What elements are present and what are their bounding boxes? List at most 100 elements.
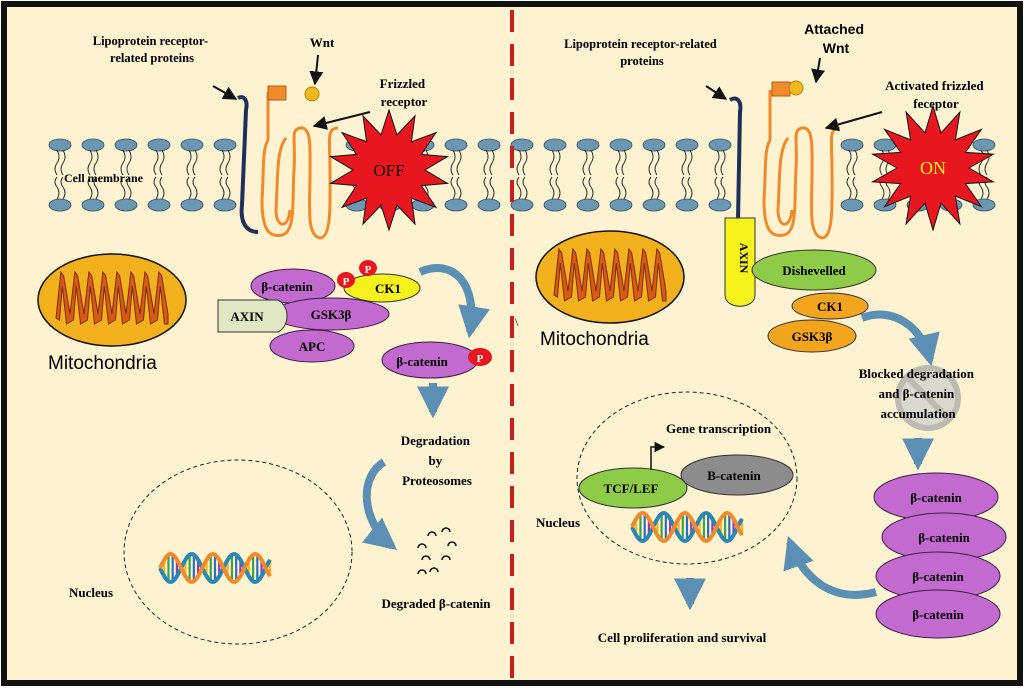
axin-right-label: AXIN	[737, 243, 751, 274]
transcription-arrow	[650, 441, 666, 470]
lrp-arrow-left	[212, 85, 238, 100]
b-catenin-nuclear-label: B-catenin	[707, 468, 761, 483]
phospho-1-label: P	[343, 276, 350, 288]
wnt-arrow-left	[309, 54, 324, 86]
lrp-label-left: Lipoprotein receptor- related proteins	[93, 34, 212, 65]
apc	[269, 329, 355, 363]
blocked-arrow	[860, 310, 940, 367]
stray-mark: \	[515, 315, 519, 329]
lipid	[543, 138, 567, 212]
frizzled-arrow-right	[824, 111, 883, 132]
gsk3b-right	[767, 319, 857, 353]
blocked-icon	[895, 365, 961, 431]
dishevelled-label: Dishevelled	[782, 263, 846, 278]
nucleus-right	[576, 391, 798, 565]
phospho-3	[468, 348, 492, 366]
mitochondria-label-right: Mitochondria	[540, 329, 649, 350]
nucleus-label-right: Nucleus	[536, 515, 580, 530]
destruction-complex: β-catenin GSK3β AXIN APC CK1 P P	[217, 260, 421, 363]
wnt-ligand-right	[788, 80, 804, 96]
ck1-right	[791, 292, 869, 320]
wnt-ligand-left	[304, 86, 320, 102]
ck1-right-label: CK1	[817, 299, 843, 314]
lipid	[708, 138, 732, 212]
axin-left	[217, 299, 288, 333]
ck1-left	[343, 273, 421, 303]
lipid	[180, 138, 204, 212]
degraded-fragments	[417, 527, 457, 575]
lipid	[48, 138, 72, 212]
frizzled-arrow-left	[312, 111, 371, 130]
lipid	[444, 138, 468, 212]
gsk3b-left-label: GSK3β	[311, 307, 352, 322]
phospho-2	[359, 260, 377, 276]
nuclear-import-arrow	[783, 535, 878, 599]
phospho-1	[337, 272, 355, 288]
nucleus-left	[123, 459, 353, 645]
mitochondria-label-left: Mitochondria	[48, 353, 157, 374]
stack-item-4-label: β-catenin	[912, 607, 964, 622]
gsk3b-right-label: GSK3β	[792, 329, 833, 344]
off-star	[328, 108, 450, 232]
tcf-lef	[578, 467, 688, 509]
lipid	[840, 138, 864, 212]
off-label: OFF	[373, 161, 404, 180]
nucleus-label-left: Nucleus	[69, 585, 113, 600]
apc-label: APC	[299, 339, 326, 354]
lipid	[675, 138, 699, 212]
phospho-3-label: P	[477, 353, 484, 365]
lipid	[477, 138, 501, 212]
stack-item-1-label: β-catenin	[910, 490, 962, 505]
axin-right	[724, 217, 756, 307]
lrp-receptor-right	[728, 96, 743, 221]
frizzled-cap-right	[771, 81, 791, 97]
frizzled-label-left: Frizzled receptor	[380, 76, 429, 109]
mitochondria-left	[37, 253, 187, 347]
phospho-beta-label: β-catenin	[396, 354, 448, 369]
stack-item-3-label: β-catenin	[912, 569, 964, 584]
b-catenin-nuclear	[680, 454, 794, 496]
lipid	[609, 138, 633, 212]
proliferation-label: Cell proliferation and survival	[598, 630, 767, 645]
degraded-label: Degraded β-catenin	[381, 596, 491, 611]
membrane-label: Cell membrane	[64, 171, 144, 185]
release-arrow-left	[418, 264, 490, 339]
beta-catenin-complex-label: β-catenin	[261, 279, 313, 294]
dna-left-icon	[158, 551, 272, 585]
stack-item-4	[875, 589, 1001, 639]
lipid	[510, 138, 534, 212]
lipid	[213, 138, 237, 212]
proteosome-arrow	[362, 458, 397, 551]
beta-catenin-stack: β-catenin β-catenin β-catenin β-catenin	[873, 472, 1007, 639]
frizzled-cap-left	[267, 85, 287, 101]
blocked-label: Blocked degradation and β-catenin accumu…	[859, 366, 977, 421]
lipid	[642, 138, 666, 212]
axin-left-label: AXIN	[230, 309, 264, 324]
frizzled-label-right: Activated frizzled feceptor	[885, 78, 987, 111]
tcf-lef-label: TCF/LEF	[604, 481, 659, 496]
lrp-label-right: Lipoprotein receptor-related proteins	[564, 37, 720, 68]
gene-transcription-label: Gene transcription	[666, 421, 772, 436]
wnt-label-right: Attached Wnt	[804, 21, 868, 56]
lipid	[576, 138, 600, 212]
lipid	[972, 138, 996, 212]
lrp-receptor-left	[237, 95, 259, 234]
phospho-2-label: P	[365, 264, 372, 276]
mitochondria-right	[535, 230, 685, 324]
wnt-arrow-right	[811, 57, 825, 84]
on-star	[870, 104, 996, 232]
lipid	[147, 138, 171, 212]
frizzled-receptor-right	[762, 90, 841, 240]
degradation-label: Degradation by Proteosomes	[401, 433, 474, 488]
stack-item-2-label: β-catenin	[918, 530, 970, 545]
lrp-arrow-right	[705, 85, 728, 100]
dishevelled	[751, 249, 877, 291]
lipid	[81, 138, 105, 212]
dna-right-icon	[630, 510, 744, 544]
on-label: ON	[920, 158, 946, 178]
lipid	[114, 138, 138, 212]
ck1-left-label: CK1	[375, 281, 401, 296]
